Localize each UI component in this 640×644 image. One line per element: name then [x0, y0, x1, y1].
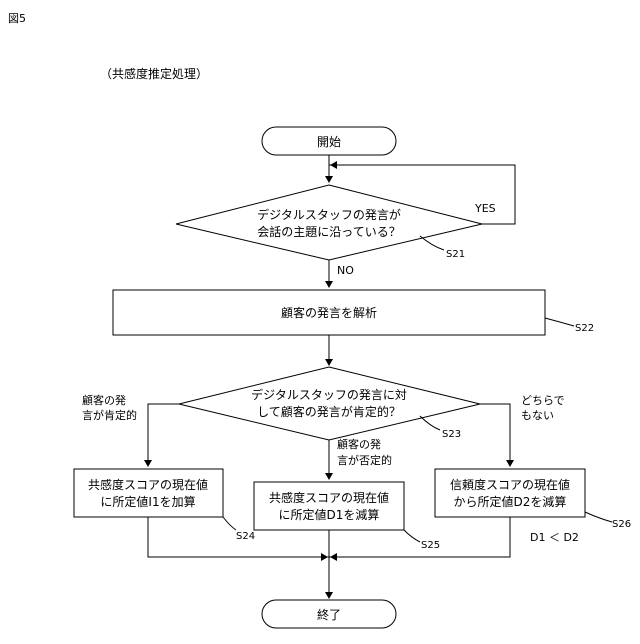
- s25-leader: [404, 530, 420, 542]
- decision-2-line1: デジタルスタッフの発言に対: [251, 387, 407, 402]
- decision-1-line2: 会話の主題に沿っている？: [257, 224, 400, 239]
- step-s25: S25: [421, 540, 440, 551]
- negative-branch-line2: 言が否定的: [337, 453, 392, 467]
- neither-branch-line2: もない: [521, 409, 554, 422]
- connector-neither: [480, 404, 510, 466]
- step-s22: S22: [575, 323, 594, 334]
- arrowhead: [330, 553, 337, 561]
- process-s25-line2: に所定値D1を減算: [279, 507, 380, 522]
- step-s26: S26: [612, 519, 631, 530]
- relation-note: D1 ＜ D2: [530, 531, 579, 544]
- process-s24-line1: 共感度スコアの現在値: [88, 477, 208, 492]
- s26-leader: [585, 512, 612, 522]
- positive-branch-line1: 顧客の発: [82, 393, 126, 407]
- decision-2-diamond: [179, 367, 480, 440]
- step-s23: S23: [442, 429, 461, 440]
- negative-branch-line1: 顧客の発: [337, 437, 381, 451]
- process-s25-box: [254, 482, 404, 530]
- process-s25-line1: 共感度スコアの現在値: [269, 490, 389, 505]
- s24-leader: [223, 517, 236, 530]
- no-label: NO: [337, 264, 354, 277]
- process-analyze-label: 顧客の発言を解析: [281, 305, 377, 320]
- process-s26-line2: から所定値D2を減算: [454, 494, 567, 509]
- decision-1-line1: デジタルスタッフの発言が: [257, 207, 401, 222]
- decision-1-diamond: [176, 185, 482, 260]
- arrowhead: [325, 592, 333, 599]
- step-s24: S24: [236, 531, 255, 542]
- arrowhead: [325, 281, 333, 288]
- caption: （共感度推定処理）: [100, 66, 208, 81]
- process-s26-line1: 信頼度スコアの現在値: [450, 477, 570, 492]
- arrowhead: [321, 553, 328, 561]
- process-s24-line2: に所定値I1を加算: [100, 494, 195, 509]
- arrowhead: [325, 176, 333, 183]
- s22-leader: [545, 318, 574, 326]
- arrowhead: [506, 460, 514, 467]
- connector-positive: [148, 404, 179, 466]
- arrowhead: [325, 473, 333, 480]
- start-label: 開始: [317, 135, 341, 149]
- positive-branch-line2: 言が肯定的: [82, 408, 137, 422]
- step-s21: S21: [446, 249, 465, 260]
- process-s24-box: [74, 469, 223, 517]
- arrowhead: [330, 161, 337, 169]
- yes-label: YES: [474, 202, 496, 215]
- end-label: 終了: [317, 607, 341, 622]
- decision-2-line2: して顧客の発言が肯定的？: [257, 404, 401, 419]
- process-s26-box: [435, 469, 585, 517]
- figure-label: 図5: [8, 12, 26, 25]
- arrowhead: [144, 460, 152, 467]
- arrowhead: [325, 359, 333, 366]
- neither-branch-line1: どちらで: [521, 394, 565, 407]
